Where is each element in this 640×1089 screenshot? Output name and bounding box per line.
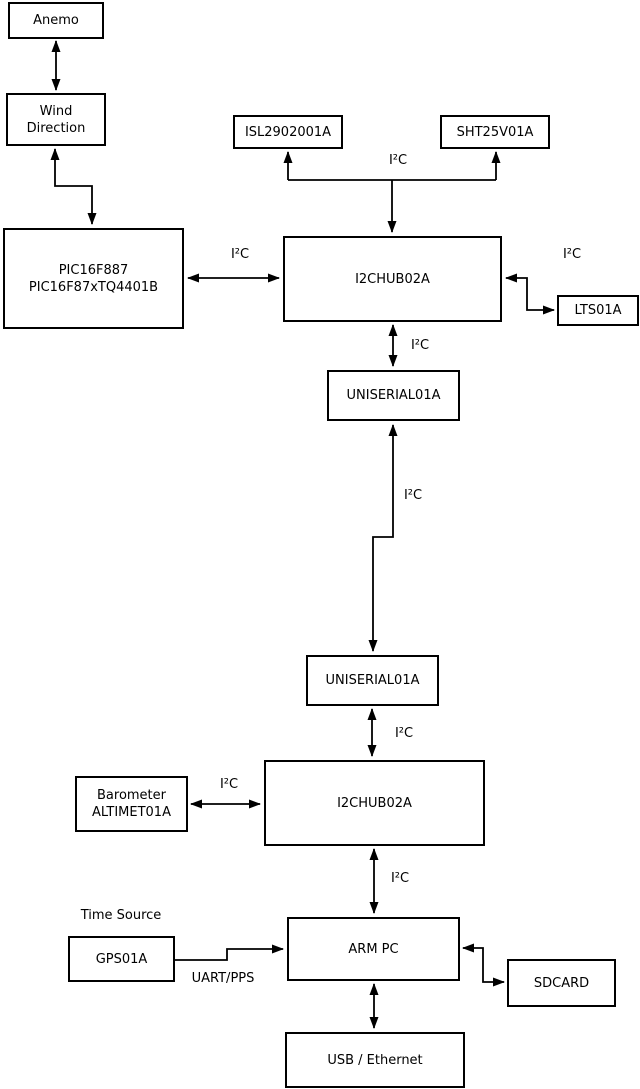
edge-label-hub2-armpc: I²C	[390, 871, 410, 886]
node-i2chub-1: I2CHUB02A	[283, 236, 502, 322]
node-sht25v01a: SHT25V01A	[440, 115, 550, 149]
node-sht25v01a-label: SHT25V01A	[456, 124, 534, 140]
edge-label-time-source: Time Source	[80, 908, 162, 923]
edge-label-bus-isl-sht: I²C	[388, 153, 408, 168]
node-barometer: Barometer ALTIMET01A	[75, 776, 188, 832]
node-sdcard: SDCARD	[507, 959, 616, 1007]
edge-label-uniserial1-uniserial2: I²C	[403, 488, 423, 503]
node-i2chub-2: I2CHUB02A	[264, 760, 485, 846]
node-i2chub-1-label: I2CHUB02A	[355, 271, 430, 287]
node-usb-ethernet-label: USB / Ethernet	[327, 1052, 423, 1068]
node-uniserial-1-label: UNISERIAL01A	[346, 388, 441, 403]
node-anemo-label: Anemo	[33, 13, 79, 28]
edge-hub1-lts	[505, 273, 555, 315]
edge-label-pic-hub1: I²C	[230, 247, 250, 262]
node-arm-pc: ARM PC	[287, 917, 460, 981]
node-uniserial-1: UNISERIAL01A	[327, 370, 460, 421]
node-pic-label: PIC16F887 PIC16F87xTQ4401B	[28, 262, 159, 295]
node-gps01a: GPS01A	[68, 936, 175, 982]
node-i2chub-2-label: I2CHUB02A	[337, 795, 412, 811]
node-barometer-label: Barometer ALTIMET01A	[92, 788, 171, 820]
node-uniserial-2: UNISERIAL01A	[306, 655, 439, 706]
node-lts01a-label: LTS01A	[574, 303, 622, 318]
node-arm-pc-label: ARM PC	[348, 941, 399, 957]
node-anemo: Anemo	[8, 2, 104, 39]
edge-label-barometer-hub2: I²C	[219, 777, 239, 792]
node-wind-direction: Wind Direction	[6, 93, 106, 146]
node-wind-direction-label: Wind Direction	[26, 103, 86, 136]
node-uniserial-2-label: UNISERIAL01A	[325, 673, 420, 688]
edge-label-uart-pps: UART/PPS	[191, 971, 255, 986]
edge-gps-armpc	[174, 944, 284, 961]
edge-armpc-sdcard	[462, 943, 505, 987]
edge-wind-pic	[50, 148, 97, 225]
node-isl2902001a-label: ISL2902001A	[244, 124, 332, 140]
edge-label-uniserial2-hub2: I²C	[394, 726, 414, 741]
edge-label-hub1-uniserial1: I²C	[410, 338, 430, 353]
node-sdcard-label: SDCARD	[533, 975, 590, 991]
edge-uniserial1-uniserial2	[368, 424, 398, 652]
edge-label-hub1-lts: I²C	[562, 247, 582, 262]
node-gps01a-label: GPS01A	[95, 951, 148, 967]
node-lts01a: LTS01A	[557, 295, 639, 326]
node-pic: PIC16F887 PIC16F87xTQ4401B	[3, 228, 184, 329]
node-isl2902001a: ISL2902001A	[233, 115, 343, 149]
node-usb-ethernet: USB / Ethernet	[285, 1032, 465, 1088]
